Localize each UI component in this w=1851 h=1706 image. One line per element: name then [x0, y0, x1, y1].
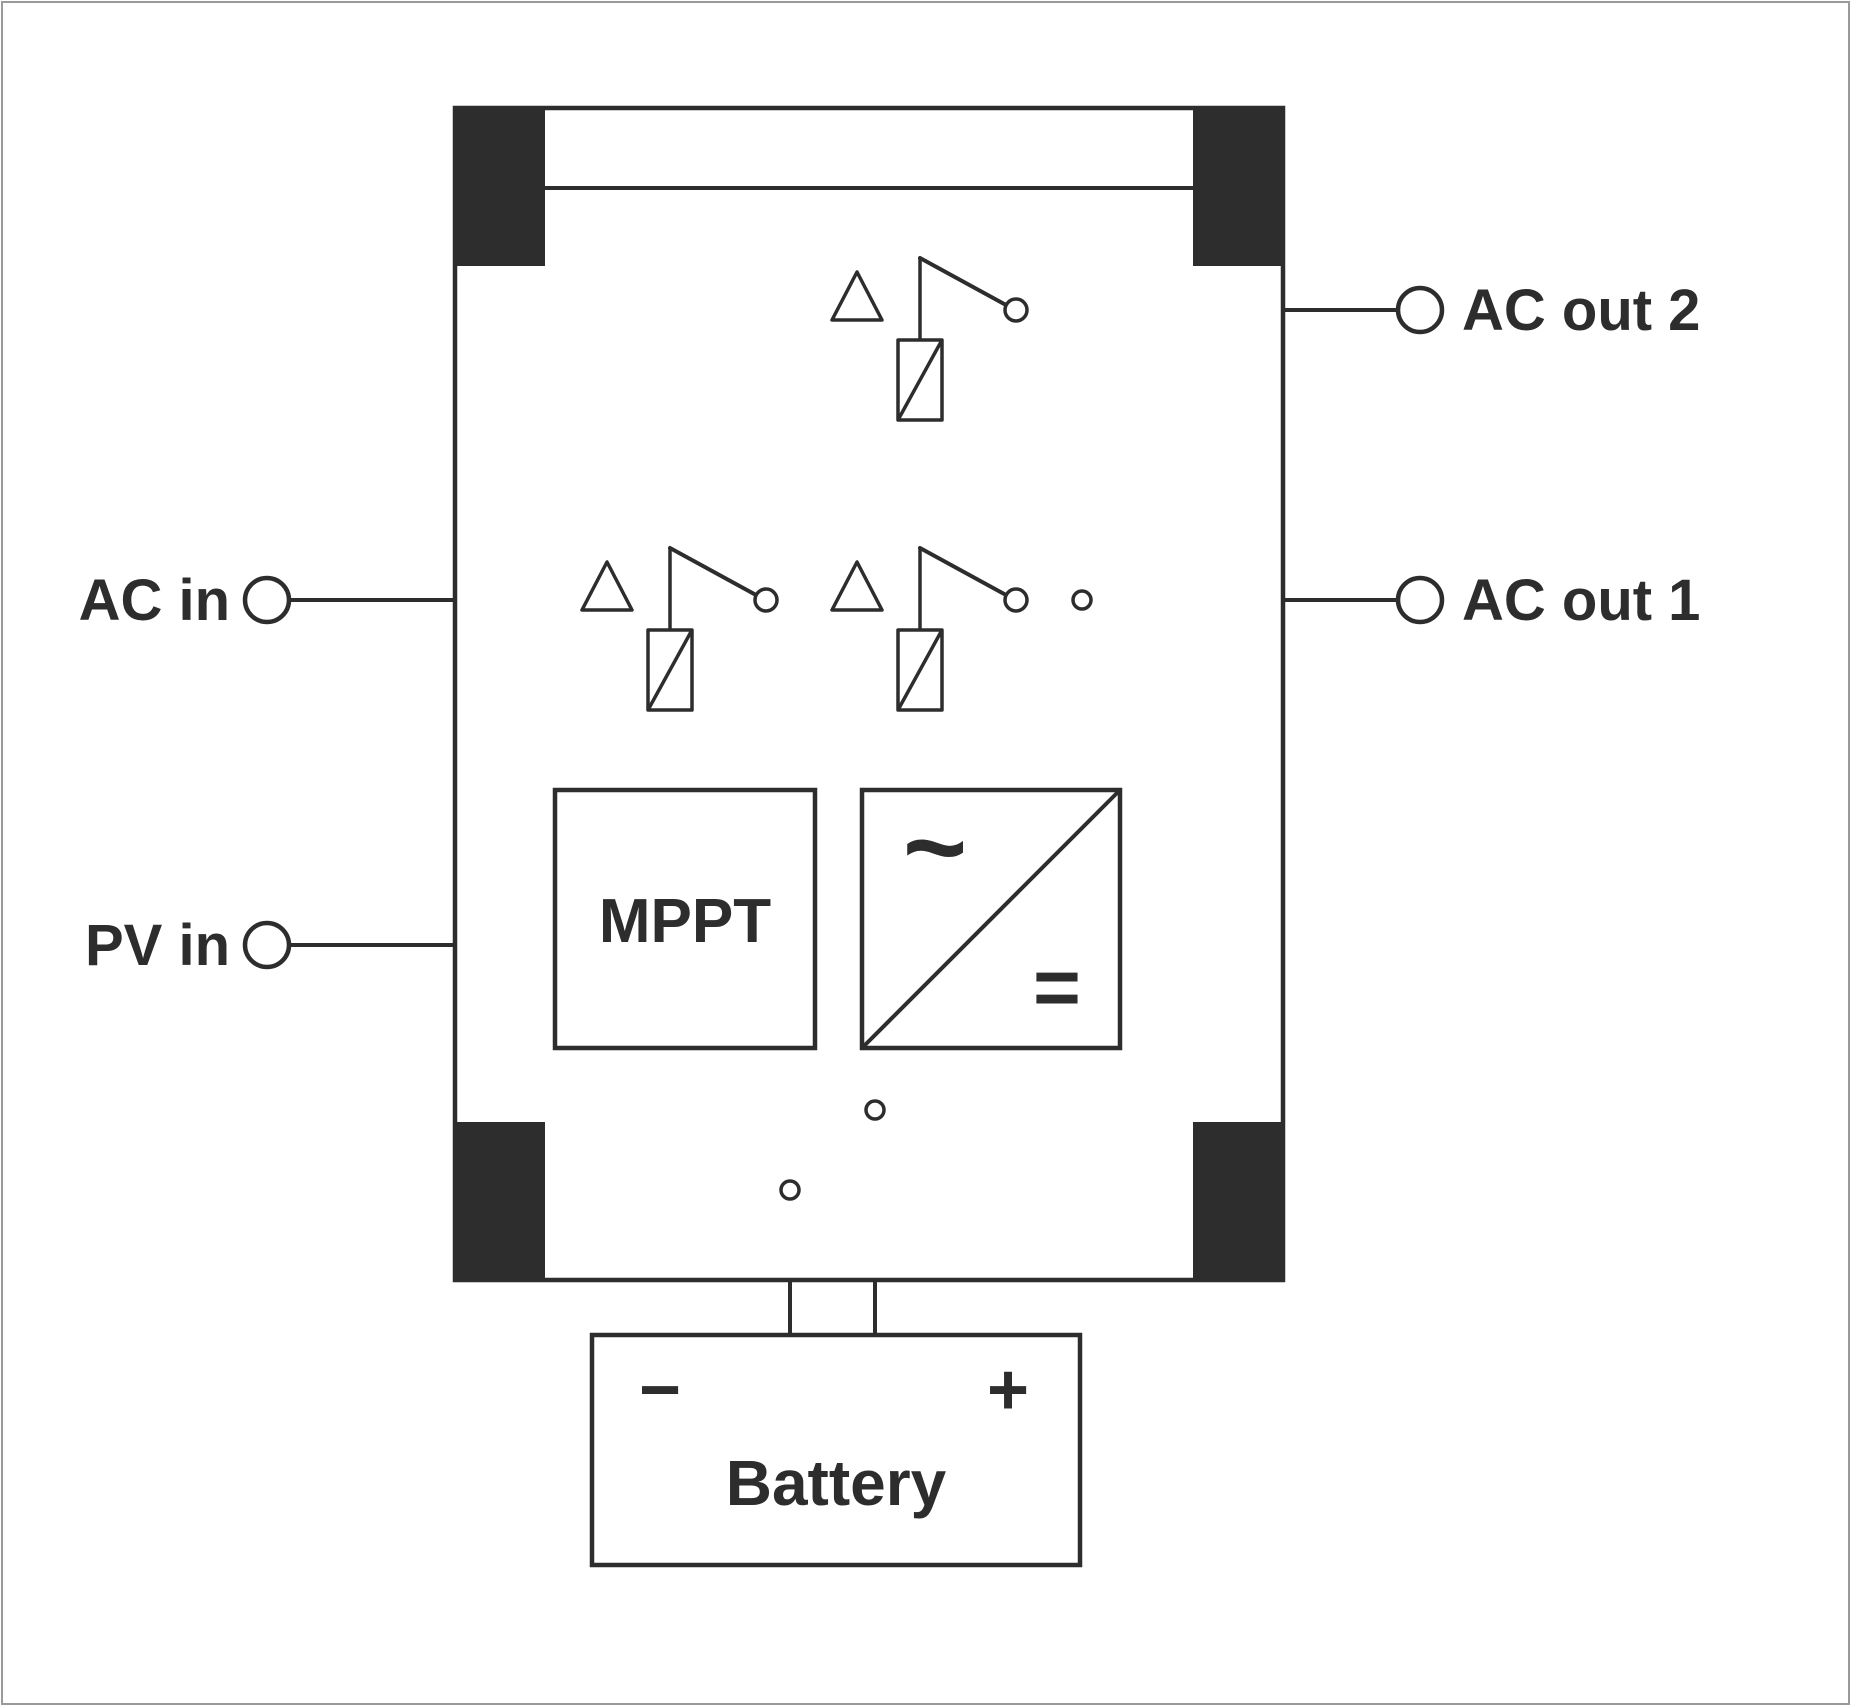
- battery-block: − + Battery: [589, 1332, 1083, 1568]
- corner-block-bottom-left: [455, 1122, 545, 1280]
- relay-triangle-icon: [580, 560, 634, 612]
- mppt-block: MPPT: [552, 787, 818, 1051]
- corner-block-top-right: [1193, 108, 1283, 266]
- ac-out2-label: AC out 2: [1462, 278, 1700, 343]
- inverter-block: ~ =: [859, 786, 1123, 1051]
- terminal-pv-in: PV in: [85, 913, 292, 978]
- mppt-box: [552, 787, 818, 1051]
- battery-plus-label: +: [987, 1350, 1029, 1430]
- inverter-ac-symbol: ~: [903, 786, 967, 909]
- corner-block-top-left: [455, 108, 545, 266]
- inverter-enclosure: [452, 105, 1286, 1283]
- relay-contact: [753, 587, 779, 613]
- relay-switch-ac-in: [580, 546, 779, 712]
- relay-switch-ac-out2: [830, 256, 1029, 422]
- inverter-dc-symbol: =: [1033, 942, 1081, 1033]
- dc-minus-junction: [779, 1179, 801, 1201]
- dc-plus-junction: [864, 1099, 886, 1121]
- relay-switch-ac-out1: [830, 546, 1029, 712]
- corner-block-bottom-right: [1193, 1122, 1283, 1280]
- pv-in-terminal-circle: [242, 920, 292, 970]
- battery-minus-label: −: [639, 1350, 681, 1430]
- ac-out1-junction: [1071, 589, 1093, 611]
- ac-out2-terminal-circle: [1395, 285, 1445, 335]
- inverter-diagonal: [860, 788, 1122, 1050]
- relay-contact: [1003, 297, 1029, 323]
- relay-coil-diagonal: [646, 629, 694, 711]
- terminal-ac-out2: AC out 2: [1395, 278, 1700, 343]
- relay-coil-diagonal: [896, 629, 944, 711]
- terminal-ac-out1: AC out 1: [1395, 568, 1700, 633]
- mppt-label: MPPT: [599, 887, 771, 956]
- ac-in-terminal-circle: [242, 575, 292, 625]
- ac-in-label: AC in: [79, 568, 230, 633]
- ac-out1-label: AC out 1: [1462, 568, 1700, 633]
- relay-triangle-icon: [830, 560, 884, 612]
- relay-blade: [918, 546, 1008, 597]
- relay-triangle-icon: [830, 270, 884, 322]
- relay-blade: [918, 256, 1008, 307]
- relay-contact: [1003, 587, 1029, 613]
- battery-label: Battery: [726, 1447, 947, 1519]
- junction-nodes: [779, 589, 1093, 1201]
- ac-out1-terminal-circle: [1395, 575, 1445, 625]
- terminal-ac-in: AC in: [79, 568, 292, 633]
- pv-in-label: PV in: [85, 913, 230, 978]
- relay-coil-diagonal: [896, 339, 944, 421]
- relay-blade: [668, 546, 758, 597]
- battery-box: [589, 1332, 1083, 1568]
